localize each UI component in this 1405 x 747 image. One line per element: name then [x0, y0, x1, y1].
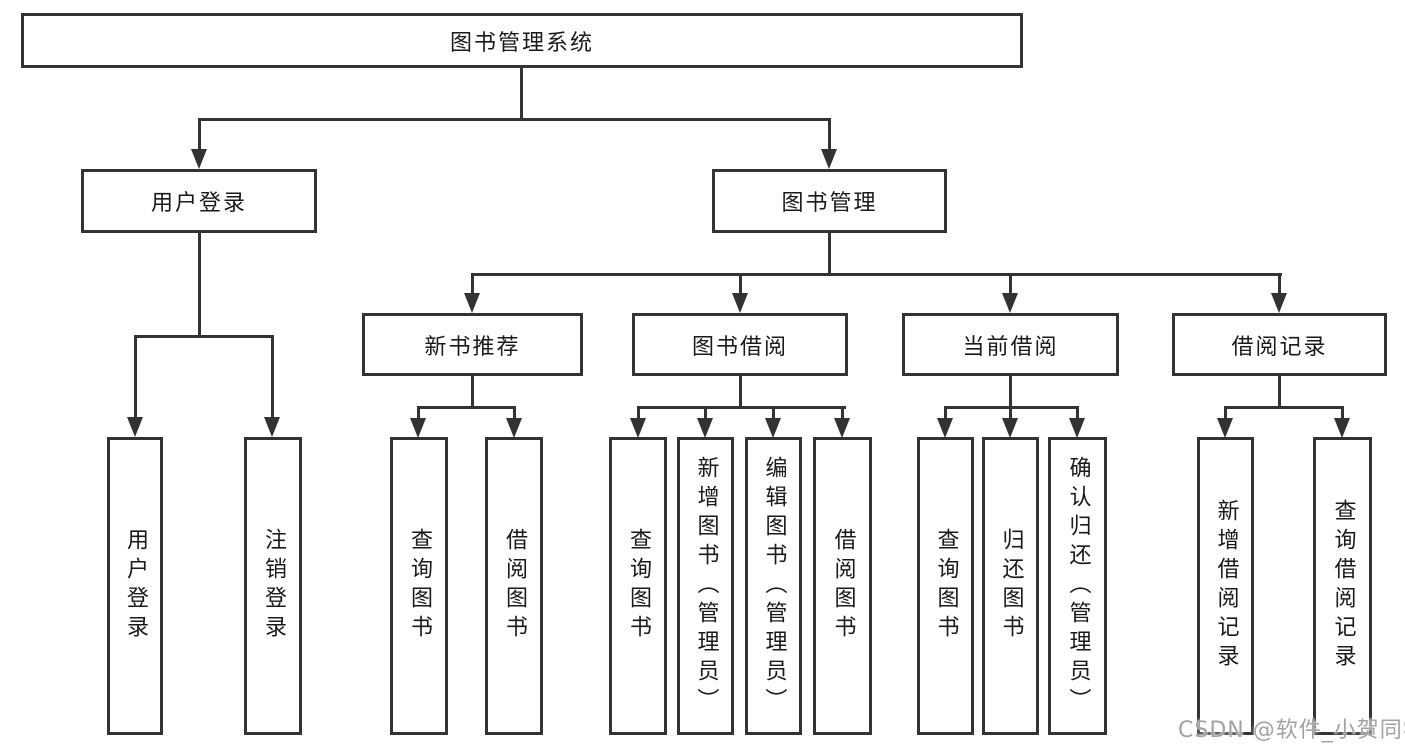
connector-line	[739, 376, 742, 408]
leaf-label: 查询借阅记录	[1330, 499, 1356, 673]
arrowhead-down-icon	[630, 418, 646, 438]
node-label: 图书借阅	[691, 334, 788, 360]
connector-line	[198, 233, 201, 337]
connector-line	[134, 335, 274, 338]
leaf-query-books: 查询图书	[609, 437, 667, 735]
connector-line	[520, 68, 523, 120]
leaf-add-books-admin: 新增图书（管理员）	[677, 437, 734, 735]
leaf-label: 查询图书	[407, 528, 432, 644]
connector-line	[1278, 273, 1281, 293]
arrowhead-down-icon	[506, 418, 522, 438]
connector-line	[1009, 406, 1012, 418]
leaf-label: 用户登录	[123, 528, 148, 644]
connector-line	[1009, 273, 1012, 293]
leaf-logout: 注销登录	[244, 437, 302, 735]
connector-line	[198, 118, 831, 121]
arrowhead-down-icon	[732, 293, 748, 313]
leaf-label: 归还图书	[998, 528, 1024, 644]
node-user-login: 用户登录	[81, 169, 317, 233]
leaf-borrow-books: 借阅图书	[813, 437, 872, 735]
arrowhead-down-icon	[1002, 418, 1018, 438]
connector-line	[134, 335, 137, 417]
leaf-label: 借阅图书	[830, 528, 856, 644]
arrowhead-down-icon	[834, 418, 850, 438]
arrowhead-down-icon	[1002, 293, 1018, 313]
leaf-label: 查询图书	[626, 528, 651, 644]
leaf-label: 借阅图书	[502, 528, 527, 644]
node-book-management: 图书管理	[712, 169, 947, 233]
node-borrow-records: 借阅记录	[1172, 313, 1387, 376]
connector-line	[841, 406, 844, 418]
connector-line	[828, 233, 831, 275]
leaf-label: 确认归还（管理员）	[1065, 455, 1091, 717]
connector-line	[513, 406, 516, 418]
leaf-query-books-recommend: 查询图书	[390, 437, 448, 735]
connector-line	[1341, 406, 1344, 418]
leaf-edit-books-admin: 编辑图书（管理员）	[745, 437, 802, 735]
connector-line	[1224, 406, 1344, 409]
arrowhead-down-icon	[127, 417, 143, 437]
connector-line	[417, 406, 516, 409]
leaf-user-login: 用户登录	[107, 437, 163, 735]
node-root-system: 图书管理系统	[21, 13, 1023, 68]
node-book-borrow: 图书借阅	[632, 313, 848, 376]
connector-line	[1224, 406, 1227, 418]
connector-line	[1009, 376, 1012, 408]
connector-line	[944, 406, 947, 418]
leaf-borrow-books-recommend: 借阅图书	[485, 437, 543, 735]
arrowhead-down-icon	[1069, 418, 1085, 438]
leaf-query-books-current: 查询图书	[917, 437, 974, 735]
connector-line	[1076, 406, 1079, 418]
node-label: 借阅记录	[1231, 334, 1328, 360]
leaf-label: 新增借阅记录	[1213, 499, 1239, 673]
arrowhead-down-icon	[1334, 418, 1350, 438]
arrowhead-down-icon	[937, 418, 953, 438]
connector-line	[1278, 376, 1281, 408]
arrowhead-down-icon	[1217, 418, 1233, 438]
leaf-add-borrow-record: 新增借阅记录	[1197, 437, 1254, 735]
connector-line	[271, 335, 274, 417]
leaf-return-books: 归还图书	[982, 437, 1039, 735]
connector-line	[637, 406, 846, 409]
arrowhead-down-icon	[821, 149, 837, 169]
node-new-book-recommend: 新书推荐	[362, 313, 583, 376]
node-current-borrow: 当前借阅	[902, 313, 1119, 376]
leaf-label: 新增图书（管理员）	[693, 455, 719, 717]
connector-line	[739, 273, 742, 293]
arrowhead-down-icon	[410, 418, 426, 438]
node-label: 当前借阅	[962, 334, 1059, 360]
arrowhead-down-icon	[1271, 293, 1287, 313]
connector-line	[772, 406, 775, 418]
leaf-label: 查询图书	[933, 528, 959, 644]
connector-line	[704, 406, 707, 418]
connector-line	[471, 273, 474, 293]
connector-line	[198, 118, 201, 149]
arrowhead-down-icon	[765, 418, 781, 438]
node-label: 用户登录	[150, 191, 247, 216]
connector-line	[417, 406, 420, 418]
arrowhead-down-icon	[464, 293, 480, 313]
arrowhead-down-icon	[264, 417, 280, 437]
leaf-query-borrow-record: 查询借阅记录	[1313, 437, 1372, 735]
arrowhead-down-icon	[697, 418, 713, 438]
leaf-label: 编辑图书（管理员）	[761, 455, 787, 717]
connector-line	[637, 406, 640, 418]
connector-line	[471, 376, 474, 408]
arrowhead-down-icon	[191, 149, 207, 169]
node-label: 新书推荐	[424, 334, 521, 360]
node-label: 图书管理	[781, 191, 878, 216]
node-label: 图书管理系统	[449, 30, 594, 56]
connector-line	[471, 273, 1282, 276]
leaf-label: 注销登录	[261, 528, 286, 644]
connector-line	[828, 118, 831, 149]
leaf-confirm-return-admin: 确认归还（管理员）	[1048, 437, 1107, 735]
csdn-watermark: CSDN @软件_小贺同学	[1178, 718, 1405, 743]
